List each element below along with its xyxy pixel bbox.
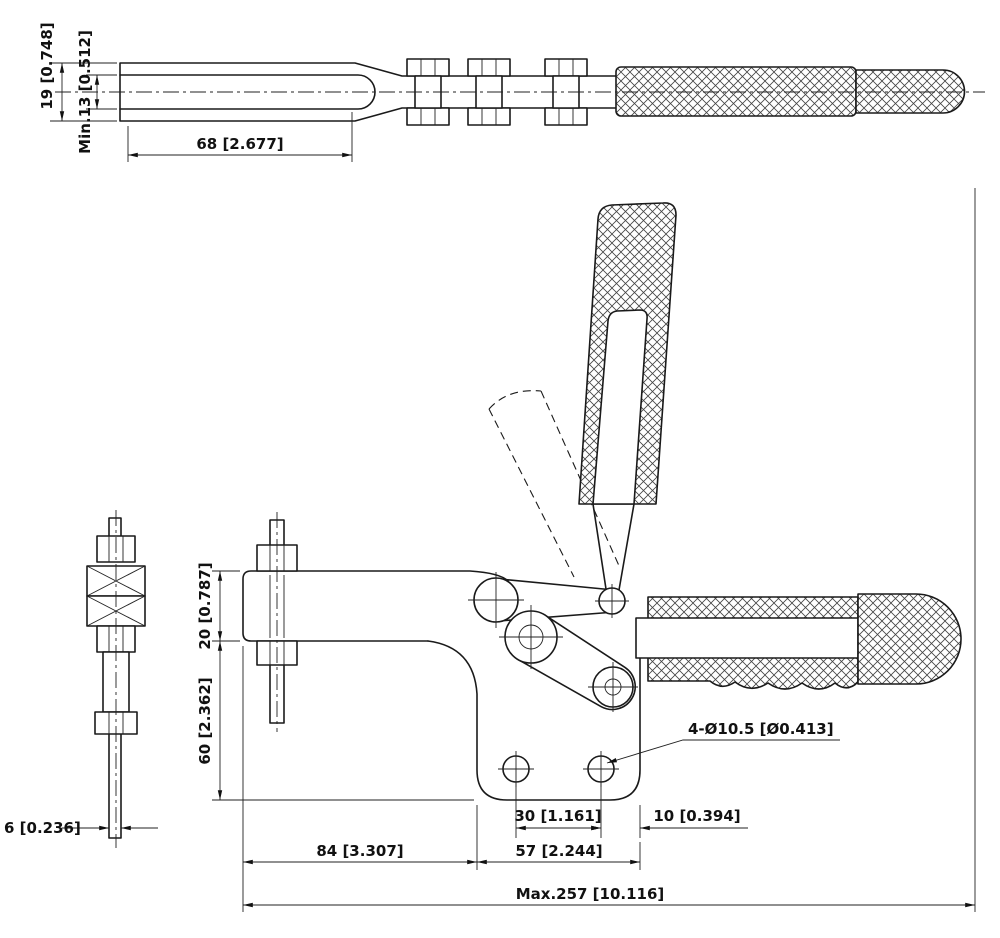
top-view: 19 [0.748] Min.13 [0.512] 68 [2.677] — [38, 22, 985, 162]
dim-min-width: Min.13 [0.512] — [76, 30, 117, 154]
dim-label-mounting-holes: 4-Ø10.5 [Ø0.413] — [688, 720, 834, 738]
base-plate — [427, 640, 641, 801]
dim-arm-height: 20 [0.787] — [196, 562, 240, 650]
clamp-arm — [242, 570, 509, 642]
dim-label-base-height: 60 [2.362] — [196, 677, 214, 764]
dim-label-spindle-diameter: 6 [0.236] — [4, 819, 81, 837]
dim-label-arm-height: 20 [0.787] — [196, 562, 214, 649]
spindle-rod — [108, 517, 122, 839]
horizontal-handle-end-cap — [857, 593, 962, 685]
dim-base-length: 84 [3.307] — [242, 646, 478, 912]
dim-label-base-width: 57 [2.244] — [515, 842, 602, 860]
dim-hole-spacing: 30 [1.161] — [514, 783, 602, 838]
dim-base-height: 60 [2.362] — [196, 641, 474, 801]
lever-shank — [592, 503, 635, 591]
dim-spindle-diameter: 6 [0.236] — [4, 819, 158, 837]
dim-label-base-length: 84 [3.307] — [316, 842, 403, 860]
dim-label-bar-height: 19 [0.748] — [38, 22, 56, 109]
dim-base-width: 57 [2.244] — [477, 842, 641, 870]
vertical-handle-lever-slot — [592, 309, 648, 505]
dim-slot-length: 68 [2.677] — [127, 112, 353, 162]
dim-bar-height: 19 [0.748] — [38, 22, 117, 122]
dim-mounting-holes-callout: 4-Ø10.5 [Ø0.413] — [606, 720, 840, 764]
top-handle-end-cap — [855, 69, 966, 114]
toggle-linkage — [468, 572, 638, 712]
dim-label-hole-edge-offset: 10 [0.394] — [653, 807, 740, 825]
dim-label-slot-length: 68 [2.677] — [196, 135, 283, 153]
top-handle-grip — [615, 66, 857, 117]
side-view-spindle: 6 [0.236] — [4, 510, 158, 848]
mounting-holes — [498, 751, 619, 787]
dim-label-hole-spacing: 30 [1.161] — [514, 807, 601, 825]
front-view: 20 [0.787] 60 [2.362] 4-Ø10.5 [Ø0.413] 3… — [196, 188, 976, 912]
arm-spindle — [256, 512, 298, 732]
dim-label-min-width: Min.13 [0.512] — [76, 30, 94, 154]
dim-overall-length: Max.257 [10.116] — [243, 188, 976, 912]
dim-hole-edge-offset: 10 [0.394] — [568, 805, 748, 838]
dim-label-overall-length: Max.257 [10.116] — [516, 885, 665, 903]
horizontal-handle-lever-slot — [635, 617, 859, 659]
